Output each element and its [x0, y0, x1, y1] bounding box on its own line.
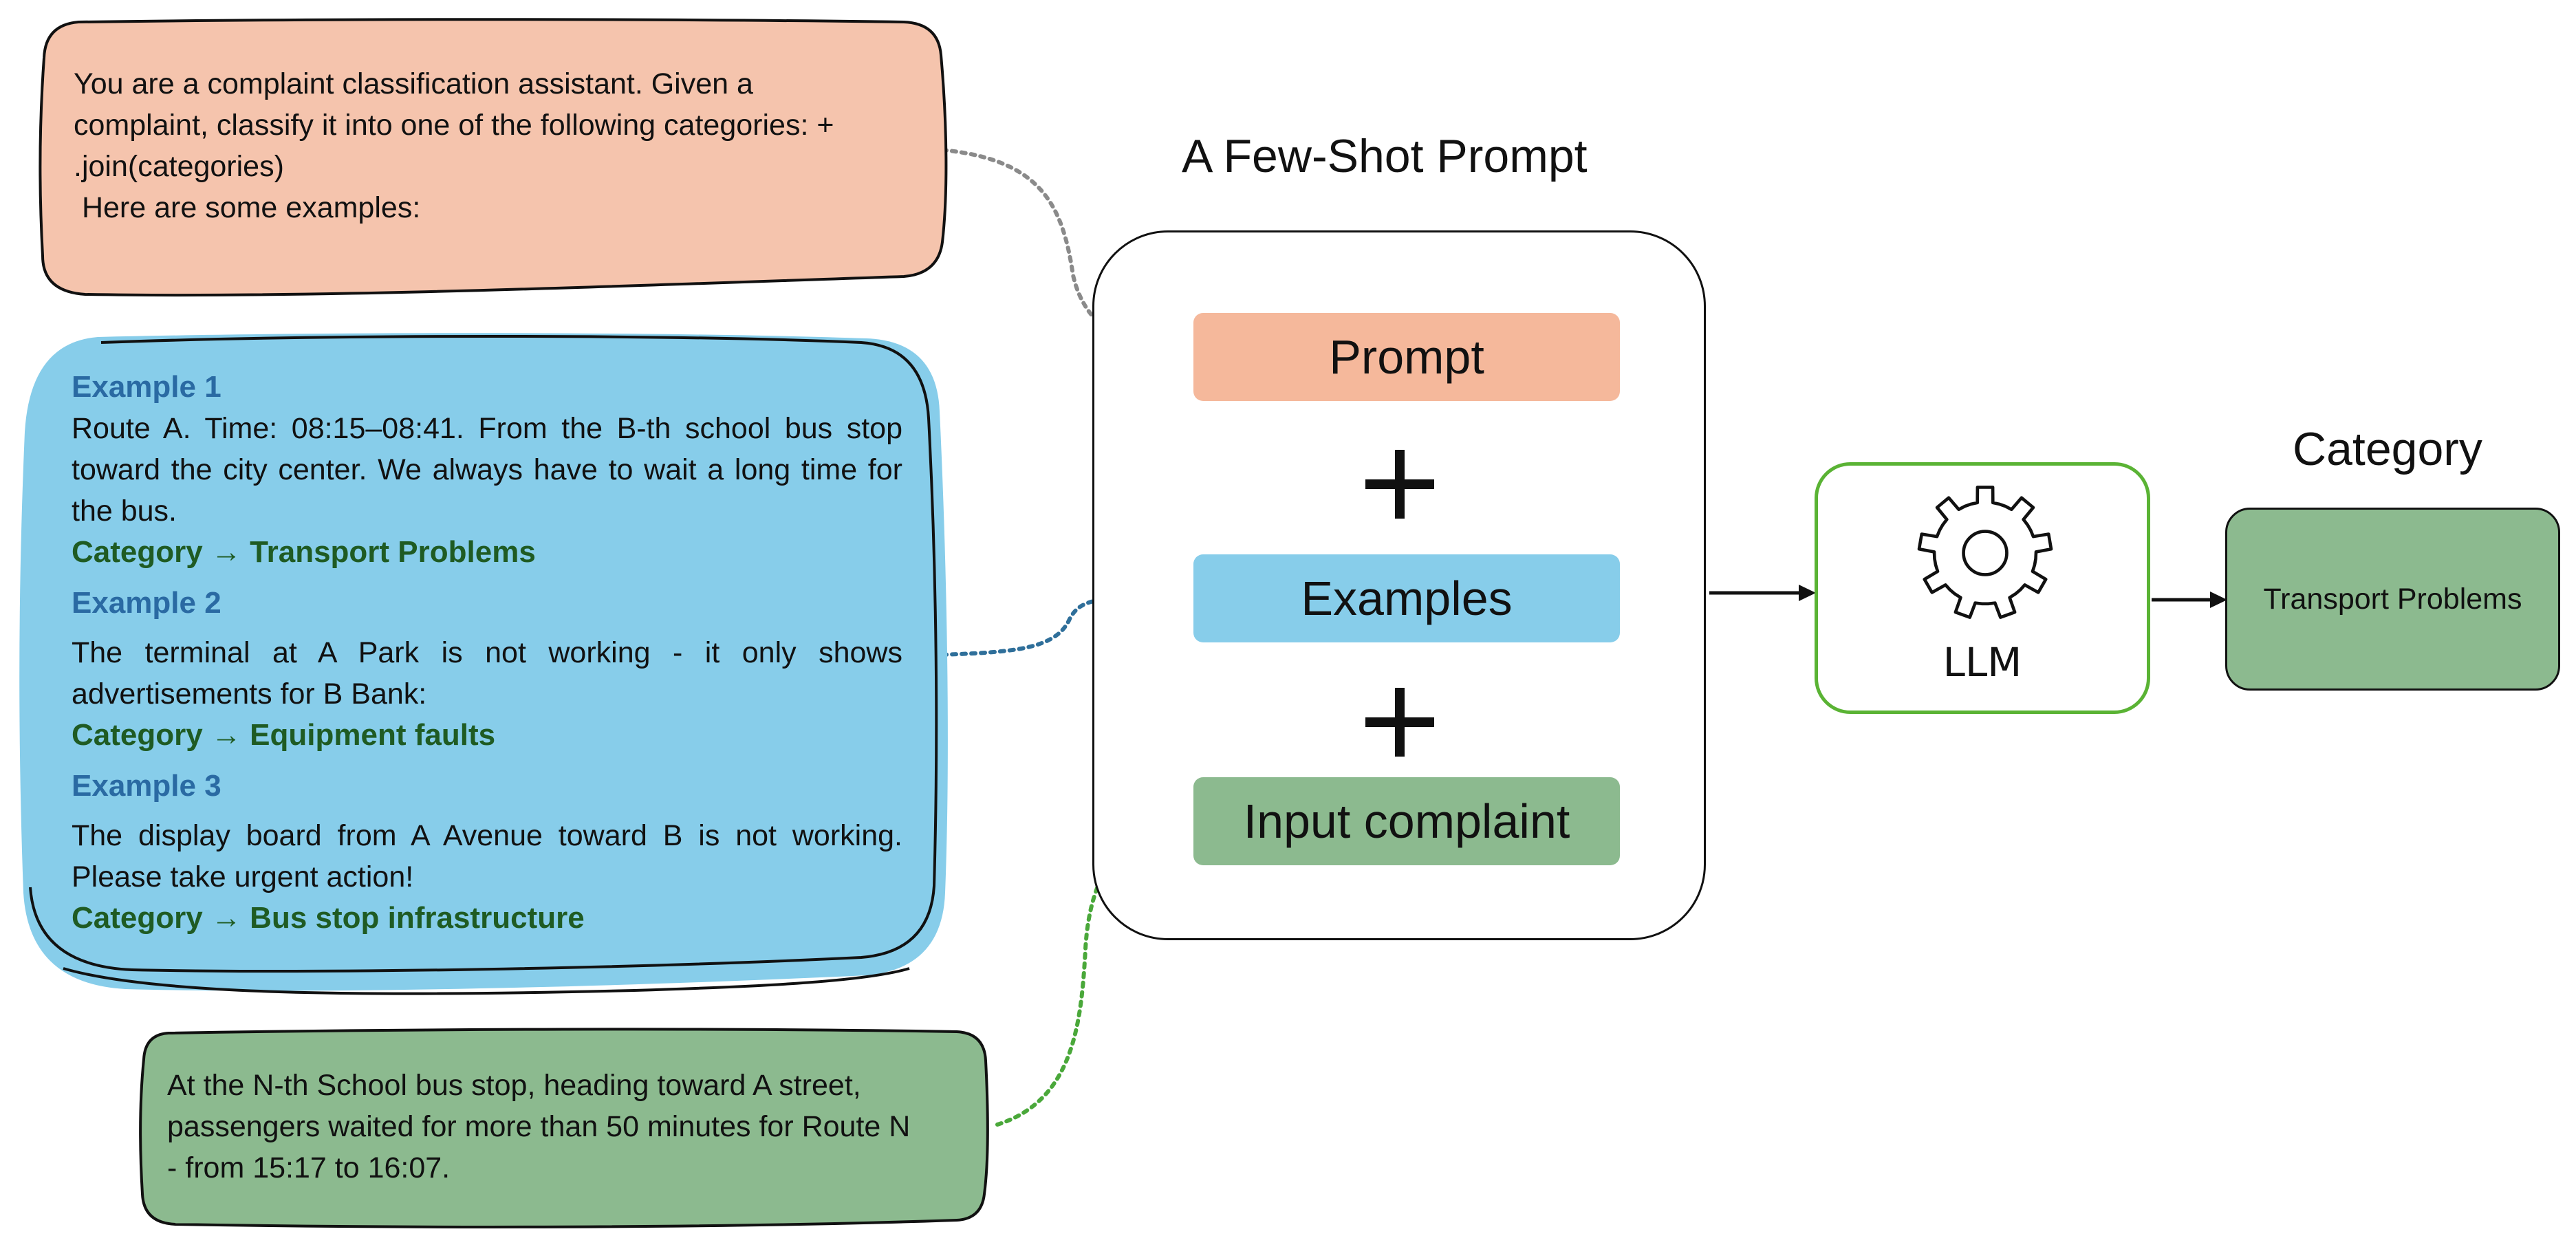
output-category-value: Transport Problems — [2263, 582, 2522, 616]
example-block: Example 3 The display board from A Avenu… — [72, 766, 902, 939]
example-block: Example 1 Route A. Time: 08:15–08:41. Fr… — [72, 367, 902, 573]
flow-arrow-to-output — [2152, 592, 2227, 608]
instruction-box-shape — [39, 18, 948, 297]
plus-icon — [1365, 450, 1434, 519]
example-category: Category → Bus stop infrastructure — [72, 901, 585, 935]
example-title: Example 1 — [72, 370, 221, 404]
category-heading: Category — [2293, 423, 2482, 475]
example-title: Example 3 — [72, 769, 221, 803]
complaint-line: At the N-th School bus stop, heading tow… — [167, 1069, 861, 1102]
example-category: Category → Transport Problems — [72, 535, 536, 569]
examples-content: Example 1 Route A. Time: 08:15–08:41. Fr… — [72, 367, 902, 939]
complaint-box: At the N-th School bus stop, heading tow… — [134, 1025, 994, 1231]
instruction-text: You are a complaint classification assis… — [74, 63, 944, 228]
complaint-text: At the N-th School bus stop, heading tow… — [167, 1065, 958, 1189]
gear-icon — [1917, 486, 2053, 619]
instruction-line: You are a complaint classification assis… — [74, 67, 753, 100]
complaint-box-shape — [139, 1028, 989, 1228]
example-category: Category → Equipment faults — [72, 718, 496, 752]
example-block: Example 2 The terminal at A Park is not … — [72, 583, 902, 756]
complaint-line: - from 15:17 to 16:07. — [167, 1151, 451, 1184]
example-title: Example 2 — [72, 586, 221, 620]
few-shot-prompt-heading: A Few-Shot Prompt — [1182, 130, 1588, 182]
examples-box: Example 1 Route A. Time: 08:15–08:41. Fr… — [15, 329, 959, 1003]
llm-node: LLM — [1815, 462, 2150, 714]
flow-arrow-to-llm — [1709, 585, 1816, 601]
complaint-line: passengers waited for more than 50 minut… — [167, 1110, 911, 1143]
example-text: The display board from A Avenue toward B… — [72, 819, 902, 893]
instruction-line: .join(categories) — [74, 150, 284, 183]
output-category-box: Transport Problems — [2225, 508, 2560, 691]
instruction-line: complaint, classify it into one of the f… — [74, 109, 834, 142]
llm-label: LLM — [1942, 639, 2022, 686]
examples-link-connector — [940, 594, 1192, 657]
input-complaint-block: Input complaint — [1193, 777, 1620, 865]
example-text: The terminal at A Park is not working - … — [72, 636, 902, 711]
plus-icon — [1365, 688, 1434, 757]
example-text: Route A. Time: 08:15–08:41. From the B-t… — [72, 412, 902, 528]
examples-block: Examples — [1193, 554, 1620, 642]
prompt-block: Prompt — [1193, 313, 1620, 401]
instruction-box: You are a complaint classification assis… — [36, 15, 951, 308]
examples-box-shape — [19, 333, 948, 995]
instruction-line: Here are some examples: — [74, 191, 421, 224]
